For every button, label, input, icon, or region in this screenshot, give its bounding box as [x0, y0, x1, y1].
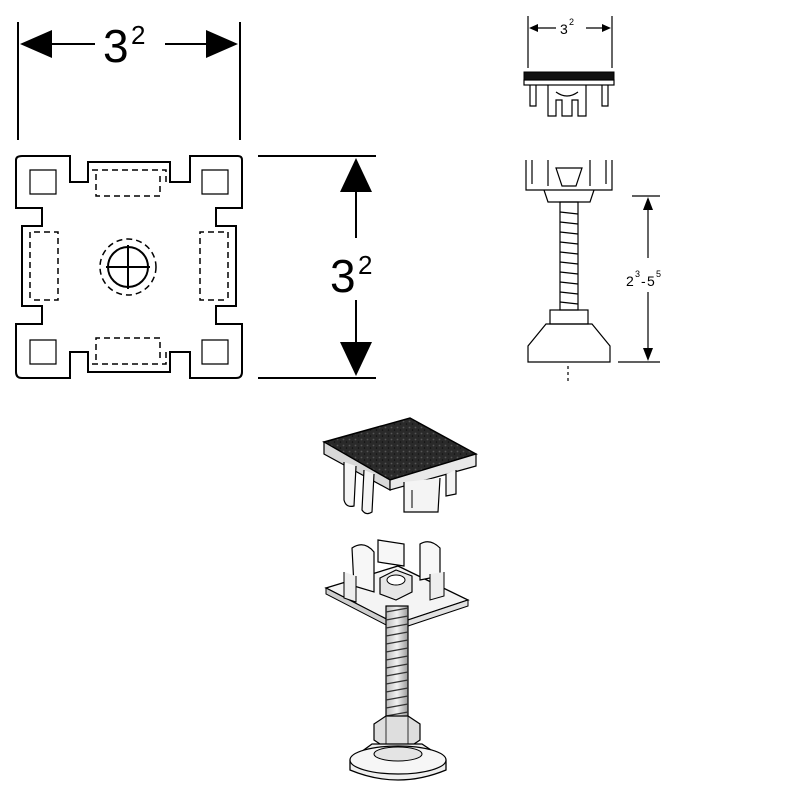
adjust-range-label: 2 3 - 5 5	[626, 269, 661, 289]
adjust-range-separator: -	[641, 273, 646, 289]
arrowhead-right-icon	[602, 24, 611, 32]
height-dimension-superscript: 2	[358, 250, 372, 280]
height-dimension-line	[340, 158, 372, 376]
small-width-label: 3	[560, 21, 568, 37]
height-dimension-label: 3	[330, 250, 356, 302]
width-dimension-superscript: 2	[131, 20, 145, 50]
arrowhead-up-icon	[340, 158, 372, 192]
bolt-outer-hidden-circle	[99, 238, 157, 296]
arrowhead-left-icon	[529, 24, 538, 32]
arrowhead-down-icon	[340, 342, 372, 376]
perspective-foot	[324, 539, 470, 781]
width-dimension-line	[20, 30, 238, 58]
adjust-range-dimension-line	[618, 195, 660, 363]
top-view-group: 3 2	[15, 20, 376, 379]
foot-side-view	[525, 160, 613, 382]
nut	[549, 309, 589, 325]
width-dimension-label: 3	[103, 20, 129, 72]
arrowhead-up-icon	[643, 197, 653, 210]
arrowhead-left-icon	[20, 30, 52, 58]
arrowhead-down-icon	[643, 348, 653, 361]
cap-side-view	[523, 71, 615, 117]
adjust-range-min-base: 2	[626, 273, 634, 289]
small-width-superscript: 2	[569, 17, 574, 27]
adjust-range-max-superscript: 5	[656, 269, 661, 279]
adjust-range-min-superscript: 3	[635, 269, 640, 279]
perspective-cap	[322, 417, 478, 515]
foot-top-view	[15, 155, 243, 379]
side-view-group: 3 2	[523, 16, 661, 382]
adjust-range-max-base: 5	[647, 273, 655, 289]
arrowhead-right-icon	[206, 30, 238, 58]
